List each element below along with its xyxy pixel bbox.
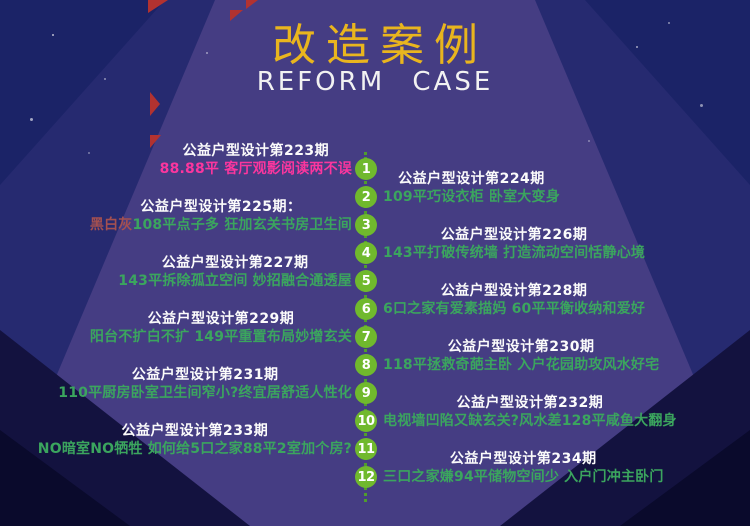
confetti-triangle bbox=[246, 0, 258, 9]
case-subtitle[interactable]: 109平巧设衣柜 卧室大变身 bbox=[383, 189, 560, 205]
case-title[interactable]: 公益户型设计第231期 bbox=[131, 367, 279, 383]
case-entry-228[interactable]: 公益户型设计第228期 6口之家有爱素描妈 60平平衡收纳和爱好 bbox=[383, 282, 645, 318]
star-dot bbox=[30, 118, 33, 121]
case-subtitle-prefix: 黑白灰 bbox=[89, 217, 133, 233]
case-title[interactable]: 公益户型设计第232期 bbox=[456, 395, 604, 411]
timeline-badge-5: 5 bbox=[355, 270, 377, 292]
case-subtitle[interactable]: NO暗室NO牺牲 如何给5口之家88平2室加个房? bbox=[37, 441, 352, 457]
case-subtitle-rest: 108平点子多 狂加玄关书房卫生间 bbox=[132, 217, 352, 233]
case-title[interactable]: 公益户型设计第230期 bbox=[447, 339, 595, 355]
star-dot bbox=[104, 78, 106, 80]
case-subtitle[interactable]: 110平厨房卧室卫生间窄小?终宜居舒适人性化 bbox=[58, 385, 352, 401]
case-subtitle[interactable]: 三口之家嫌94平储物空间少 入户门冲主卧门 bbox=[383, 469, 664, 485]
case-entry-231[interactable]: 公益户型设计第231期 110平厨房卧室卫生间窄小?终宜居舒适人性化 bbox=[58, 366, 352, 402]
timeline-badge-2: 2 bbox=[355, 186, 377, 208]
star-dot bbox=[588, 140, 590, 142]
case-entry-224[interactable]: 公益户型设计第224期 109平巧设衣柜 卧室大变身 bbox=[383, 170, 560, 206]
case-entry-233[interactable]: 公益户型设计第233期 NO暗室NO牺牲 如何给5口之家88平2室加个房? bbox=[38, 422, 352, 458]
timeline-badge-3: 3 bbox=[355, 214, 377, 236]
star-dot bbox=[52, 34, 54, 36]
timeline-badge-9: 9 bbox=[355, 382, 377, 404]
timeline-badge-4: 4 bbox=[355, 242, 377, 264]
case-title[interactable]: 公益户型设计第234期 bbox=[449, 451, 597, 467]
case-subtitle[interactable]: 118平拯救奇葩主卧 入户花园助攻风水好宅 bbox=[383, 357, 660, 373]
timeline-badge-12: 12 bbox=[355, 466, 377, 488]
case-entry-225[interactable]: 公益户型设计第225期： 黑白灰108平点子多 狂加玄关书房卫生间 bbox=[90, 198, 352, 234]
case-subtitle[interactable]: 电视墙凹陷又缺玄关?风水差128平咸鱼大翻身 bbox=[383, 413, 677, 429]
case-entry-232[interactable]: 公益户型设计第232期 电视墙凹陷又缺玄关?风水差128平咸鱼大翻身 bbox=[383, 394, 677, 430]
timeline-badge-11: 11 bbox=[355, 438, 377, 460]
confetti-triangle bbox=[150, 92, 160, 116]
case-title[interactable]: 公益户型设计第229期 bbox=[147, 311, 295, 327]
timeline-badge-6: 6 bbox=[355, 298, 377, 320]
confetti-triangle bbox=[150, 135, 161, 148]
case-title[interactable]: 公益户型设计第227期 bbox=[161, 255, 309, 271]
case-subtitle[interactable]: 88.88平 客厅观影阅读两不误 bbox=[159, 161, 352, 177]
case-title[interactable]: 公益户型设计第224期 bbox=[398, 171, 545, 187]
case-entry-234[interactable]: 公益户型设计第234期 三口之家嫌94平储物空间少 入户门冲主卧门 bbox=[383, 450, 664, 486]
page-subtitle: REFORM CASE bbox=[256, 67, 494, 97]
timeline-badge-7: 7 bbox=[355, 326, 377, 348]
case-subtitle[interactable]: 143平拆除孤立空间 妙招融合通透屋 bbox=[118, 273, 352, 289]
confetti-triangle bbox=[230, 10, 243, 21]
star-dot bbox=[206, 52, 208, 54]
star-dot bbox=[636, 46, 638, 48]
case-entry-223[interactable]: 公益户型设计第223期 88.88平 客厅观影阅读两不误 bbox=[160, 142, 352, 178]
timeline-badge-8: 8 bbox=[355, 354, 377, 376]
case-subtitle[interactable]: 6口之家有爱素描妈 60平平衡收纳和爱好 bbox=[383, 301, 646, 317]
case-title[interactable]: 公益户型设计第228期 bbox=[440, 283, 588, 299]
case-title[interactable]: 公益户型设计第225期： bbox=[140, 199, 302, 215]
case-title[interactable]: 公益户型设计第226期 bbox=[440, 227, 588, 243]
case-subtitle[interactable]: 143平打破传统墙 打造流动空间恬静心境 bbox=[383, 245, 646, 261]
case-subtitle[interactable]: 阳台不扩白不扩 149平重置布局妙增玄关 bbox=[89, 329, 352, 345]
case-entry-230[interactable]: 公益户型设计第230期 118平拯救奇葩主卧 入户花园助攻风水好宅 bbox=[383, 338, 659, 374]
case-entry-226[interactable]: 公益户型设计第226期 143平打破传统墙 打造流动空间恬静心境 bbox=[383, 226, 645, 262]
case-title[interactable]: 公益户型设计第233期 bbox=[121, 423, 269, 439]
page-title: 改造案例 bbox=[272, 20, 488, 71]
timeline-badge-1: 1 bbox=[355, 158, 377, 180]
timeline-badge-10: 10 bbox=[355, 410, 377, 432]
case-entry-229[interactable]: 公益户型设计第229期 阳台不扩白不扩 149平重置布局妙增玄关 bbox=[90, 310, 352, 346]
case-entry-227[interactable]: 公益户型设计第227期 143平拆除孤立空间 妙招融合通透屋 bbox=[118, 254, 352, 290]
case-subtitle[interactable]: 黑白灰108平点子多 狂加玄关书房卫生间 bbox=[90, 216, 352, 234]
confetti-triangle bbox=[148, 0, 168, 13]
star-dot bbox=[668, 22, 670, 24]
case-title[interactable]: 公益户型设计第223期 bbox=[182, 143, 330, 159]
star-dot bbox=[88, 152, 90, 154]
star-dot bbox=[700, 104, 703, 107]
